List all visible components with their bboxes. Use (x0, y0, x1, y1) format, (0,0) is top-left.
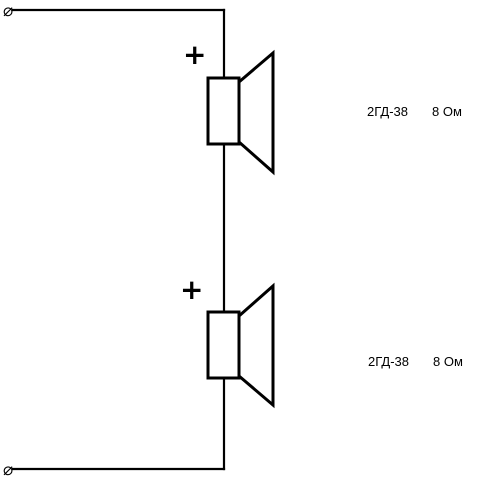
speaker-2-polarity: + (180, 273, 203, 306)
speaker-2-magnet (206, 310, 241, 380)
speaker-1-magnet (206, 76, 241, 146)
speaker-2-impedance: 8 Ом (433, 354, 463, 369)
bottom-terminal-icon: ⌀ (3, 460, 13, 480)
speaker-2-cone (237, 282, 275, 409)
speaker-1-model: 2ГД-38 (367, 104, 408, 119)
speaker-1-cone (237, 49, 275, 176)
speaker-2-model: 2ГД-38 (368, 354, 409, 369)
speaker-1-polarity: + (183, 38, 206, 71)
speaker-1 (206, 49, 275, 176)
top-terminal-icon: ⌀ (3, 1, 13, 21)
speaker-2 (206, 282, 275, 409)
speaker-1-impedance: 8 Ом (432, 104, 462, 119)
bottom-wire (11, 376, 226, 471)
top-wire (11, 8, 226, 80)
